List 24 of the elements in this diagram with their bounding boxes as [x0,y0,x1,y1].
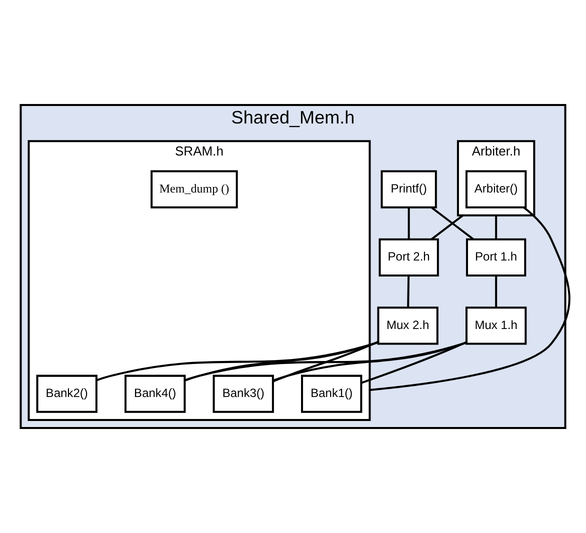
connector [184,341,378,382]
connector [370,206,570,391]
connector [360,341,467,384]
connector [495,276,498,308]
connector [407,276,410,308]
connector [408,208,410,239]
node-box: Port 1.h [466,238,526,277]
node-box: Arbiter() [466,170,527,208]
connector [495,215,498,239]
node-box: Bank3() [212,374,274,413]
connector [272,342,467,382]
node-box: Mux 1.h [466,306,527,345]
connector [431,214,464,240]
node-box: Bank4() [124,374,186,413]
node-box: Printf() [380,170,437,208]
connector [184,342,467,382]
node-box: Mux 2.h [377,306,438,345]
node-box: Mem_dump () [150,170,238,208]
node-box: Bank1() [301,374,362,413]
connector [431,206,474,240]
connector [272,340,379,382]
node-box: Port 2.h [378,238,439,277]
connector [96,341,378,382]
node-box: Bank2() [36,374,98,413]
